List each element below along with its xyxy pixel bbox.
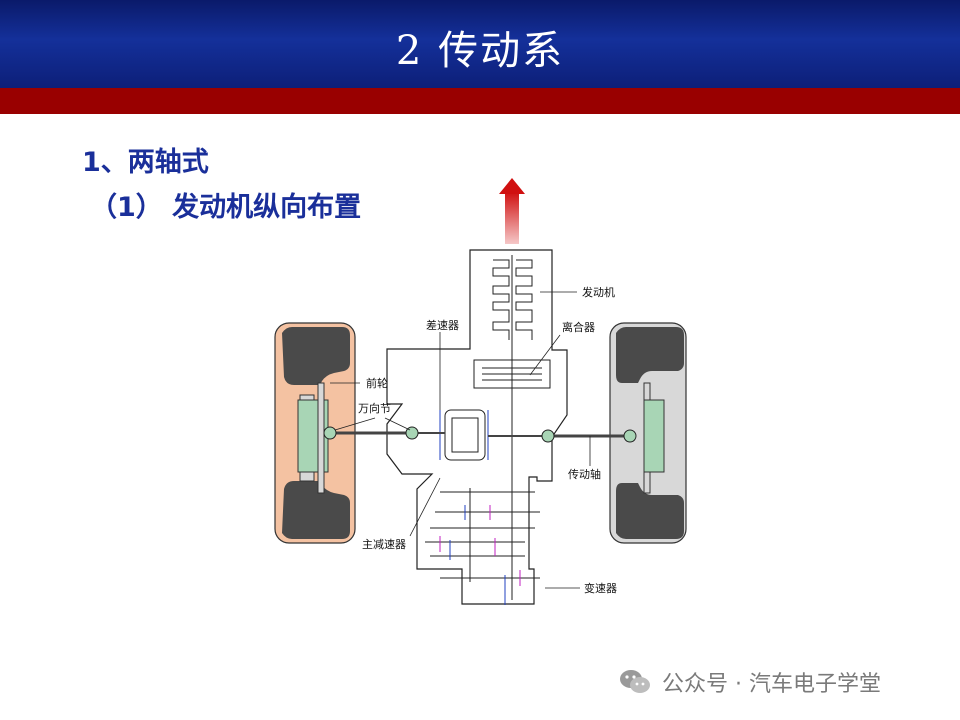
wechat-icon	[620, 670, 650, 693]
forward-arrow-icon	[499, 178, 525, 244]
label-front-wheel: 前轮	[366, 376, 388, 390]
label-leaders	[330, 291, 591, 589]
label-final-drive: 主减速器	[362, 538, 406, 551]
section-subheading: （1） 发动机纵向布置	[90, 192, 362, 223]
label-universal-joint: 万向节	[358, 401, 391, 415]
axle-shafts	[330, 431, 630, 438]
label-differential: 差速器	[426, 318, 459, 332]
label-engine: 发动机	[582, 285, 615, 299]
watermark: 公众号 · 汽车电子学堂	[618, 664, 881, 700]
clutch-assembly	[473, 359, 551, 389]
drivetrain-diagram: 发动机 离合器 差速器 前轮 万向节 传动轴 主减速器 变速器	[274, 178, 687, 605]
right-front-wheel	[609, 322, 687, 544]
left-front-wheel	[274, 322, 356, 544]
page-title: 2 传动系	[395, 28, 565, 74]
header-bar	[0, 0, 960, 88]
drivetrain-housing	[386, 249, 568, 605]
watermark-text: 公众号 · 汽车电子学堂	[662, 672, 881, 697]
header-stripe	[0, 88, 960, 114]
label-drive-shaft: 传动轴	[568, 467, 601, 481]
label-clutch: 离合器	[562, 320, 595, 334]
label-gearbox: 变速器	[584, 581, 617, 595]
gearbox-gears	[425, 488, 540, 605]
universal-joints	[323, 426, 637, 443]
section-heading: 1、两轴式	[82, 147, 209, 178]
